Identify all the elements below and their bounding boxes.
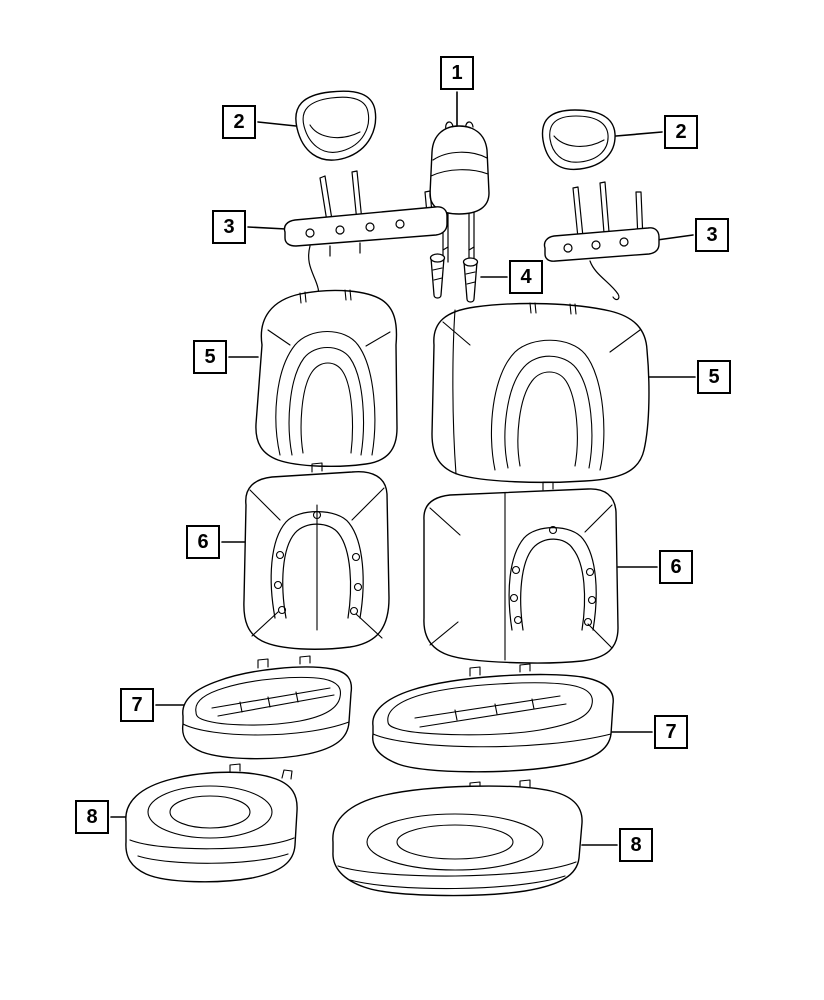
seatback-panel-right-drawing [423,481,619,664]
callout-6-left[interactable]: 6 [186,525,220,559]
callout-3-right[interactable]: 3 [695,218,729,252]
cushion-cover-right-drawing [332,779,583,897]
seatback-frame-left-drawing [283,170,448,296]
callout-8-right[interactable]: 8 [619,828,653,862]
center-headrest-drawing [429,121,490,263]
cushion-foam-left-drawing [181,655,353,760]
cushion-cover-left-drawing [125,763,298,883]
callout-2-left[interactable]: 2 [222,105,256,139]
headrest-guide-drawing [429,253,479,303]
leader-lines [110,91,696,846]
seatback-cover-left-drawing [255,289,398,468]
seatback-panel-left-drawing [243,462,390,650]
seatback-cover-right-drawing [431,302,650,484]
outer-headrest-left-drawing [295,90,377,161]
callout-7-left[interactable]: 7 [120,688,154,722]
callout-5-left[interactable]: 5 [193,340,227,374]
callout-6-right[interactable]: 6 [659,550,693,584]
outer-headrest-right-drawing [541,109,616,171]
callout-7-right[interactable]: 7 [654,715,688,749]
callout-1[interactable]: 1 [440,56,474,90]
callout-4[interactable]: 4 [509,260,543,294]
callout-3-left[interactable]: 3 [212,210,246,244]
cushion-foam-right-drawing [372,663,614,773]
seatback-frame-right-drawing [543,181,660,301]
callout-8-left[interactable]: 8 [75,800,109,834]
callout-5-right[interactable]: 5 [697,360,731,394]
callout-2-right[interactable]: 2 [664,115,698,149]
